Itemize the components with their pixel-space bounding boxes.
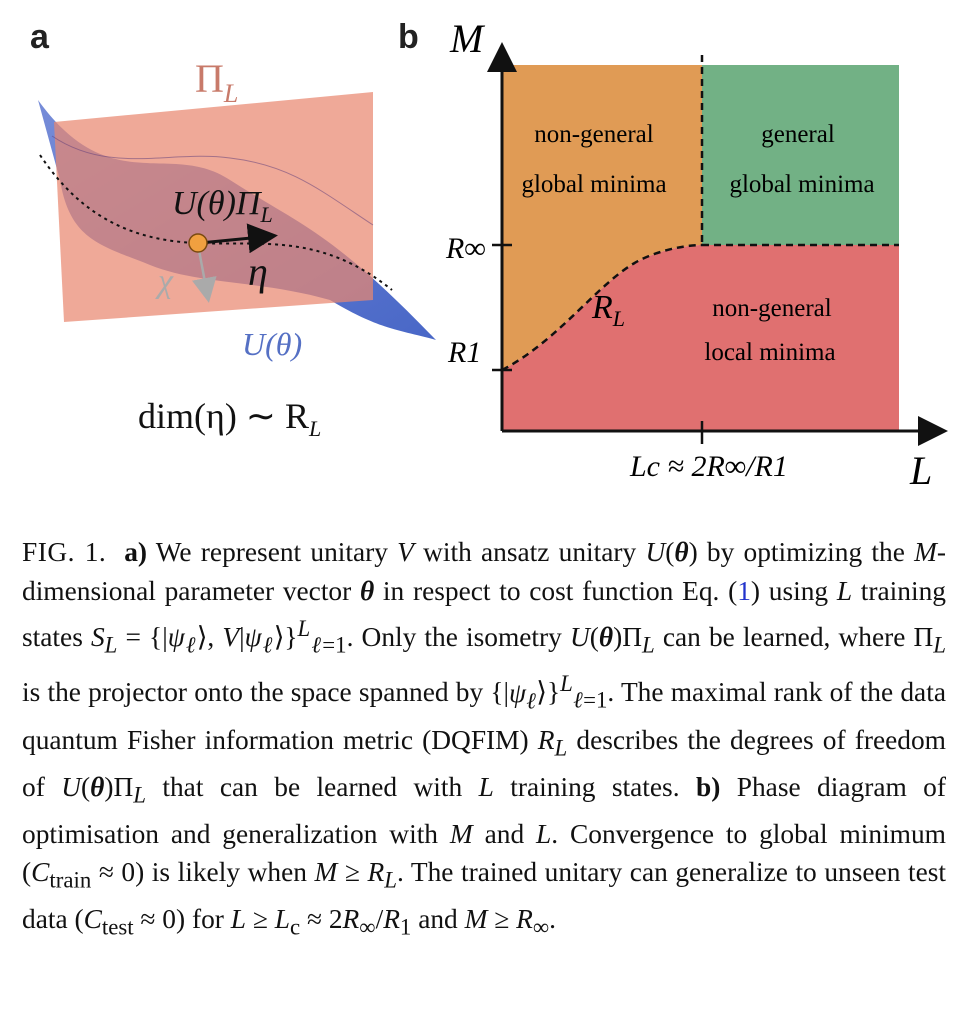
isometry-label: U(θ)ΠL [172,185,273,227]
panel-b-label: b [398,18,419,56]
geodesic-dotted-line [39,154,393,291]
eta-arrow [199,223,278,254]
figure: ΠL U(θ)ΠL η χ U(θ) dim(η) ∼ RL M L R∞ R1… [38,16,948,493]
panel-a-illustration: ΠL U(θ)ΠL η χ U(θ) dim(η) ∼ RL [38,56,436,441]
phase-diagram: M L R∞ R1 Lc ≈ 2R∞/R1 RL non-general glo… [445,16,948,493]
equation-ref-link[interactable]: 1 [737,575,751,606]
y-tick-r-infinity: R∞ [445,232,486,265]
part-b-marker: b) [695,771,721,802]
region-label-3a: non-general [712,295,831,322]
fig-label: FIG. 1. [22,537,107,567]
part-a-marker: a) [124,537,148,567]
region-label-2b: global minima [729,171,874,198]
panel-a-label: a [30,18,49,56]
projector-label: ΠL [195,56,238,108]
projector-plane [54,92,373,322]
region-label-2a: general [761,121,835,148]
region-nongeneral-local [502,245,899,431]
chi-arrow [192,244,217,303]
region-curve-fill [502,245,702,370]
eta-label: η [248,249,268,294]
y-tick-r1: R1 [447,336,481,369]
rl-curve [501,243,703,372]
dim-label: dim(η) ∼ RL [138,396,321,441]
region-label-3b: local minima [704,339,835,366]
chi-label: χ [155,263,174,300]
x-tick-lc: Lc ≈ 2R∞/R1 [629,450,788,483]
y-axis-label: M [449,16,486,61]
region-nongeneral-global [502,65,702,245]
parameter-point [188,233,208,253]
region-label-1a: non-general [534,121,653,148]
figure-caption: FIG. 1.a) We represent unitary V with an… [22,537,947,940]
rl-curve-label: RL [591,289,625,331]
region-general-global [702,65,899,245]
x-axis-label: L [909,448,932,493]
region-label-1b: global minima [521,171,666,198]
unitary-label: U(θ) [242,326,302,362]
